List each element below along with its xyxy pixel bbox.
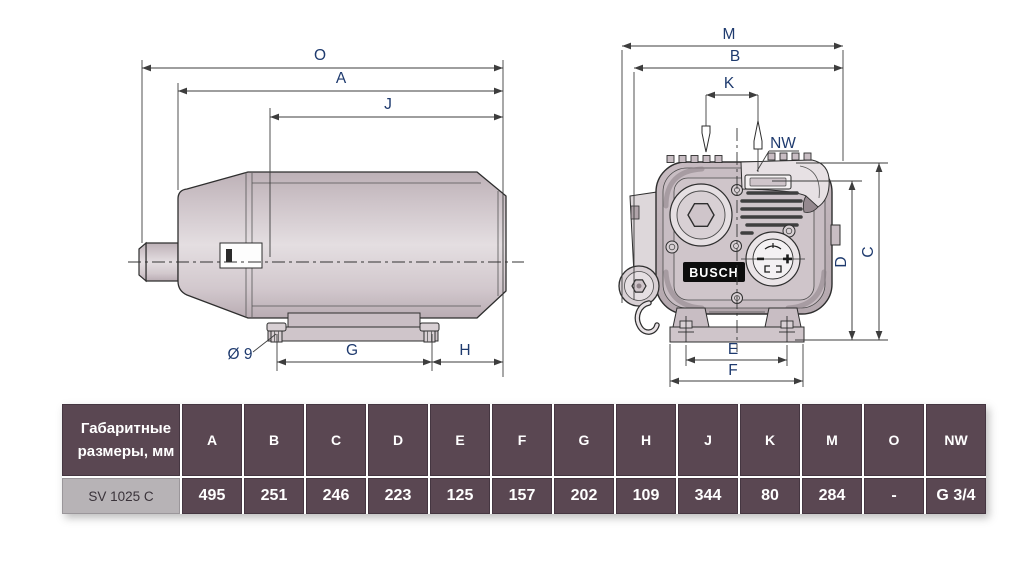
- dim-label-C: C: [860, 246, 877, 257]
- col-header-B: B: [244, 404, 304, 476]
- busch-logo-text: BUSCH: [689, 266, 738, 280]
- col-header-O: O: [864, 404, 924, 476]
- col-header-J: J: [678, 404, 738, 476]
- pump-side-view: [128, 171, 524, 343]
- outlet-flow-arrow: [753, 120, 763, 150]
- shaft-tip: [138, 241, 147, 283]
- col-header-H: H: [616, 404, 676, 476]
- value-H: 109: [616, 478, 676, 514]
- dimension-drawing: O A J G H Ø 9: [128, 26, 888, 387]
- foot-bolt-left: [266, 322, 287, 343]
- value-C: 246: [306, 478, 366, 514]
- value-D: 223: [368, 478, 428, 514]
- value-O: -: [864, 478, 924, 514]
- pedestal: [287, 312, 421, 328]
- table-title-cell: Габаритные размеры, мм: [62, 404, 180, 476]
- dim-label-H: H: [459, 342, 470, 359]
- oil-fill-plug: [669, 183, 733, 247]
- dim-label-NW: NW: [770, 135, 796, 152]
- value-M: 284: [802, 478, 862, 514]
- front-view-dimensions: M B K NW C D: [621, 26, 888, 387]
- row-label-model: SV 1025 C: [62, 478, 180, 514]
- col-header-E: E: [430, 404, 490, 476]
- busch-logo: [683, 262, 745, 282]
- value-J: 344: [678, 478, 738, 514]
- value-F: 157: [492, 478, 552, 514]
- col-header-F: F: [492, 404, 552, 476]
- base-plate: [267, 326, 439, 342]
- value-A: 495: [182, 478, 242, 514]
- vent-slats: [740, 191, 803, 235]
- table-title-line1: Габаритные: [80, 419, 172, 437]
- value-G: 202: [554, 478, 614, 514]
- eccentric-wheel: [618, 265, 660, 307]
- inlet-flow-arrow: [701, 125, 711, 153]
- dimensions-table: Габаритные размеры, мм A B C D E F G H J…: [62, 404, 986, 514]
- foot-bolt-right: [419, 322, 440, 343]
- value-B: 251: [244, 478, 304, 514]
- dim-label-J: J: [384, 96, 392, 113]
- pump-body: [177, 171, 507, 319]
- col-header-NW: NW: [926, 404, 986, 476]
- dim-label-D: D: [833, 256, 850, 267]
- dim-label-B: B: [730, 48, 740, 65]
- dim-label-K: K: [724, 75, 735, 92]
- value-NW: G 3/4: [926, 478, 986, 514]
- dim-label-E: E: [728, 341, 738, 358]
- oil-sight-glass: [741, 231, 805, 287]
- value-E: 125: [430, 478, 490, 514]
- pump-front-view: BUSCH: [618, 128, 841, 352]
- col-header-C: C: [306, 404, 366, 476]
- col-header-A: A: [182, 404, 242, 476]
- dim-label-M: M: [723, 26, 736, 43]
- side-view-dimensions: O A J G H Ø 9: [141, 47, 504, 377]
- col-header-K: K: [740, 404, 800, 476]
- screws: [730, 184, 796, 304]
- cooling-slots: [666, 152, 812, 163]
- value-K: 80: [740, 478, 800, 514]
- col-header-D: D: [368, 404, 428, 476]
- dim-label-dia9: Ø 9: [228, 346, 253, 363]
- col-header-M: M: [802, 404, 862, 476]
- table-title-line2: размеры, мм: [77, 443, 175, 460]
- dim-label-F: F: [728, 362, 737, 379]
- dim-label-A: A: [336, 70, 347, 87]
- col-header-G: G: [554, 404, 614, 476]
- dim-label-G: G: [346, 342, 358, 359]
- dim-label-O: O: [314, 47, 326, 64]
- front-bolts: [678, 316, 795, 342]
